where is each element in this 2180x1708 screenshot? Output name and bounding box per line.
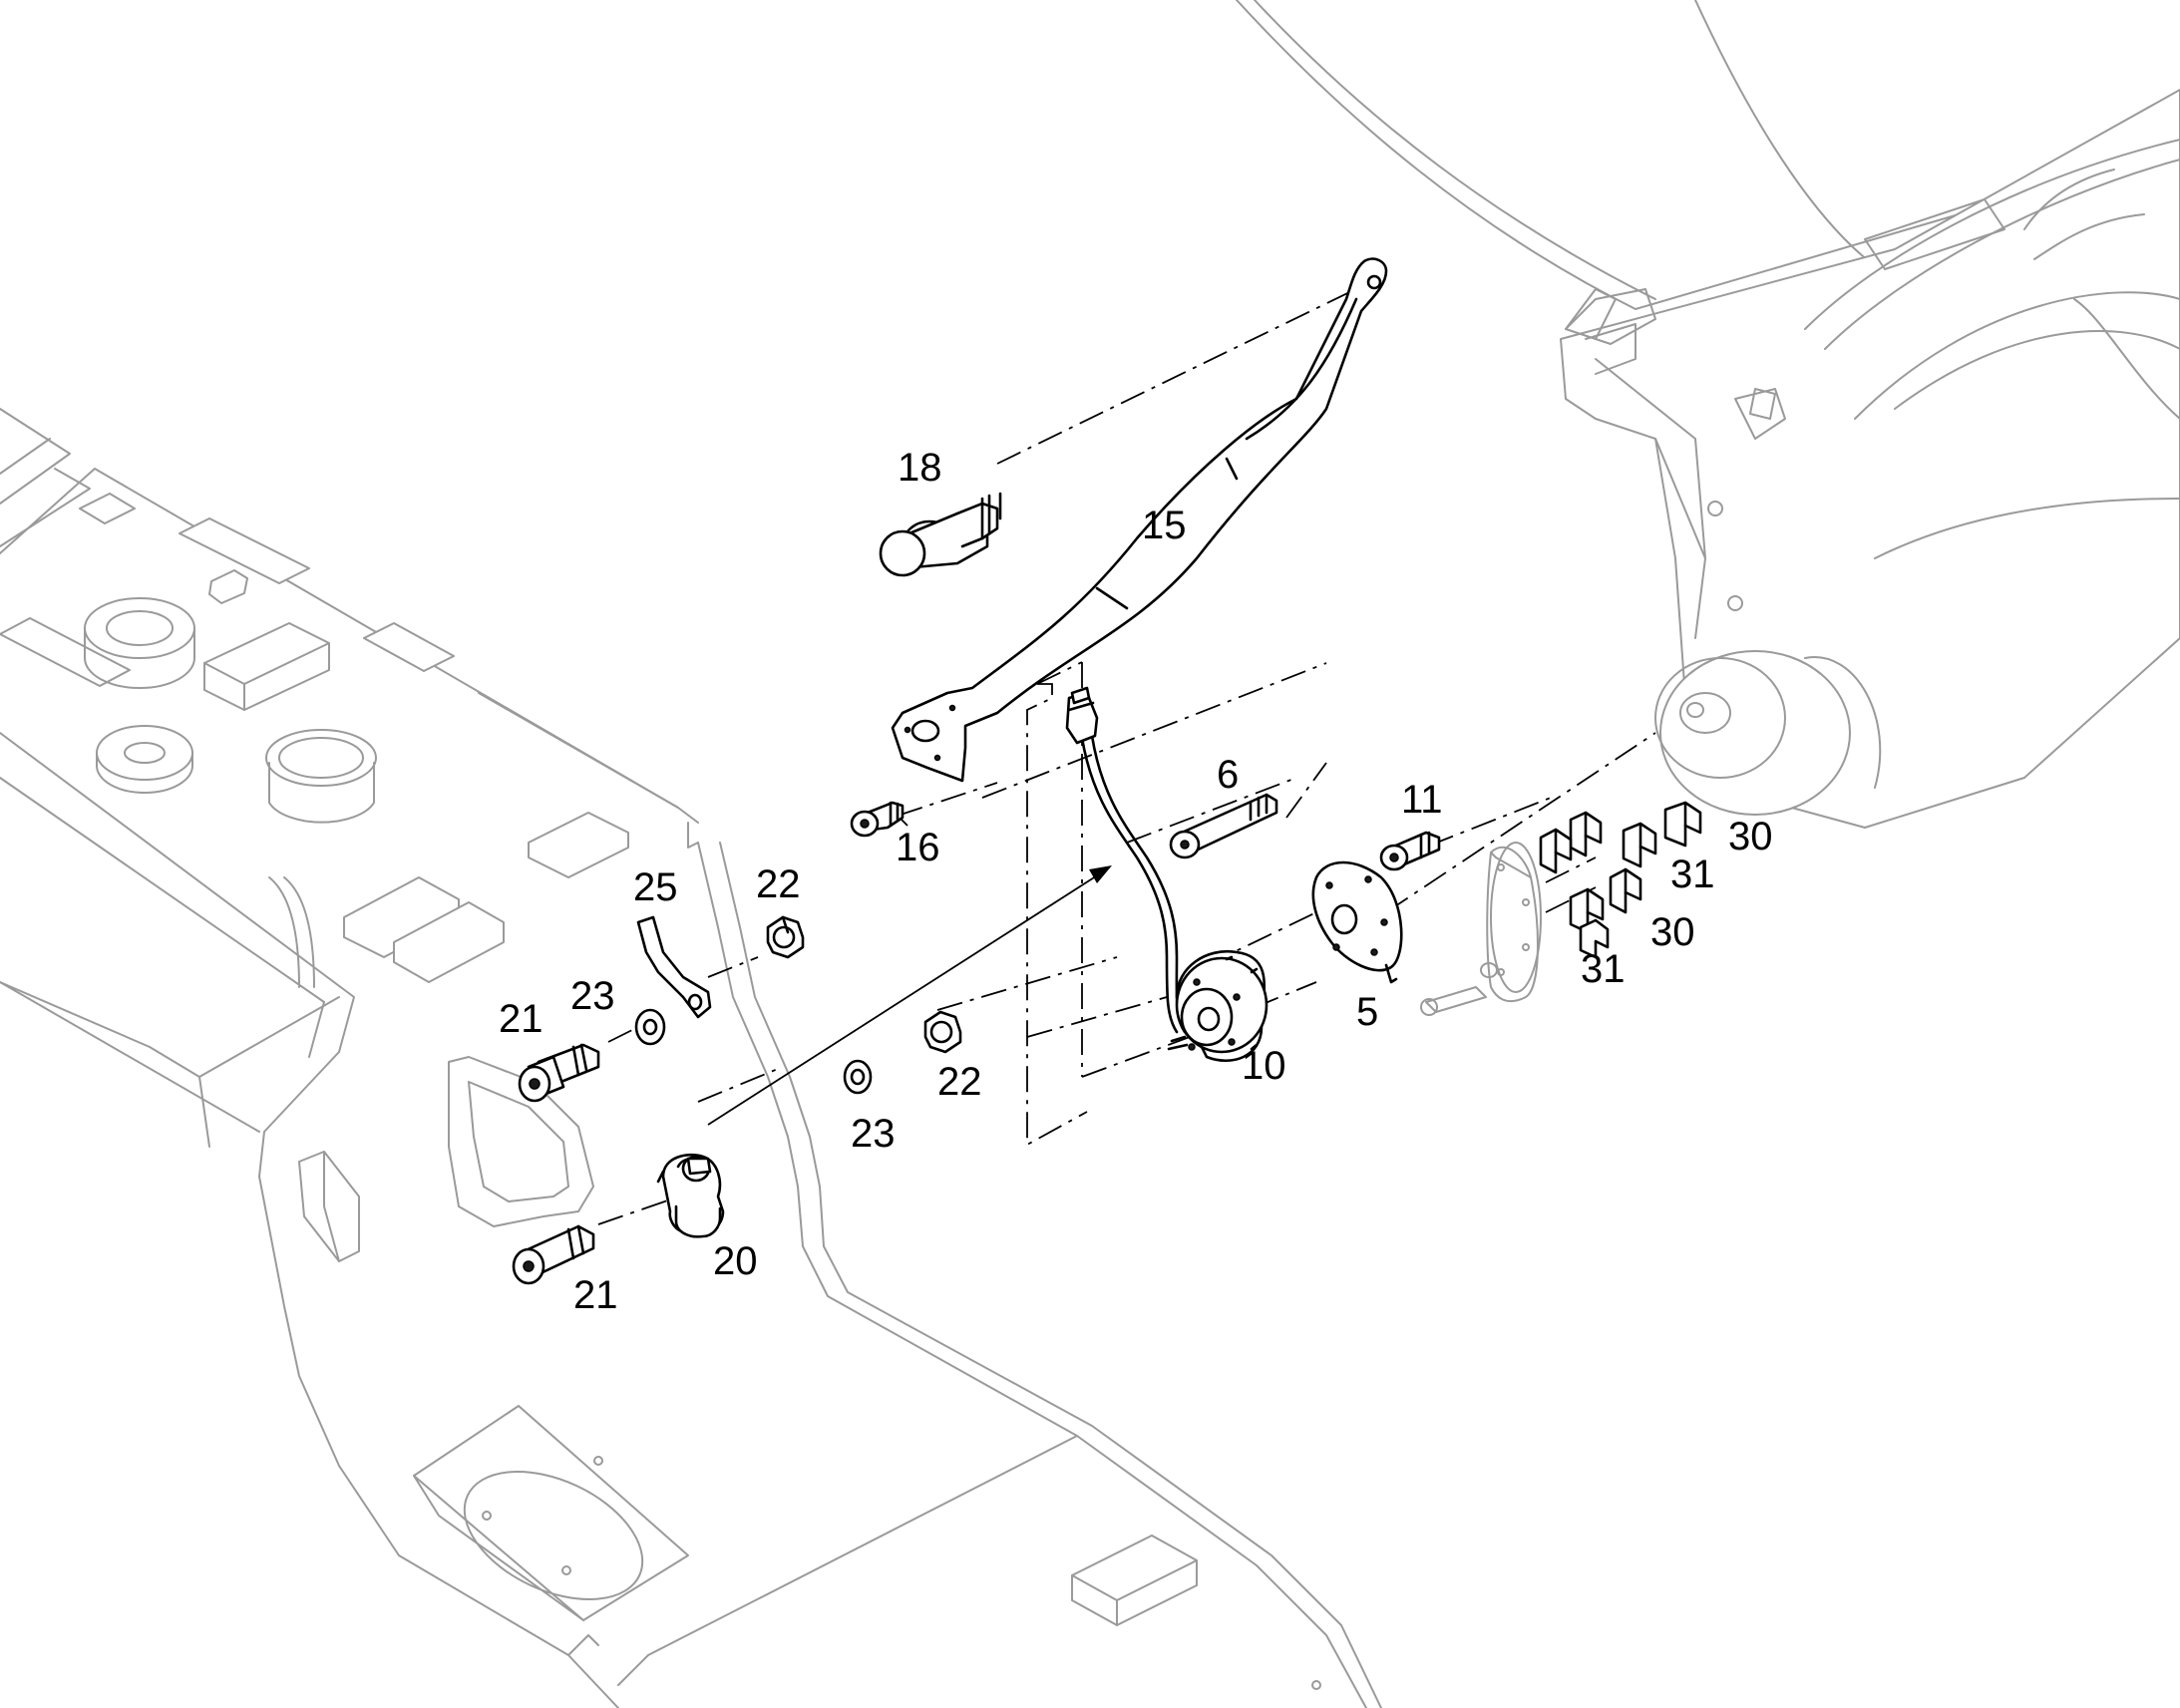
washer-part-23-lower [843, 1059, 873, 1095]
hub-plate [1420, 842, 1542, 1016]
washer-part-23-upper [634, 1008, 666, 1046]
clip-part-30-lower [1609, 867, 1642, 914]
callout-16: 16 [896, 826, 940, 869]
callout-30b: 30 [1650, 910, 1695, 954]
arm-bracket-part-15 [891, 257, 1388, 783]
assembly-leader-lines [597, 278, 1656, 1225]
flange-plate-part-5 [1311, 860, 1403, 984]
insertion-arrow [707, 865, 1112, 1126]
callout-23b: 23 [851, 1112, 896, 1156]
clip-part-31-upper [1539, 822, 1657, 874]
callout-21a: 21 [499, 997, 544, 1041]
screw-part-16 [850, 801, 905, 838]
callout-31a: 31 [1670, 853, 1715, 896]
pin-part-18 [879, 492, 1002, 577]
fitting-part-20 [656, 1153, 725, 1238]
callout-22b: 22 [937, 1060, 982, 1104]
callout-31b: 31 [1581, 947, 1626, 991]
clip-part-31-lower [1569, 887, 1610, 959]
callout-21b: 21 [573, 1273, 618, 1317]
bolt-part-11 [1379, 831, 1441, 871]
sensor-housing-part-10 [1167, 949, 1269, 1062]
callout-6: 6 [1217, 753, 1239, 797]
nut-part-22-lower [923, 1010, 962, 1054]
callout-25: 25 [633, 865, 678, 909]
callout-15: 15 [1142, 504, 1187, 547]
callout-20: 20 [713, 1239, 758, 1283]
callout-11: 11 [1401, 778, 1443, 822]
clip-part-30-upper [1569, 801, 1702, 857]
callout-labels: 18 15 16 6 11 30 31 30 31 5 10 25 22 23 … [499, 446, 1773, 1317]
callout-30a: 30 [1728, 815, 1773, 858]
axle-housing [1560, 89, 2180, 829]
callout-18: 18 [898, 446, 942, 490]
cap-screw-part-21-upper [518, 1043, 600, 1103]
nut-part-22-upper [766, 915, 805, 959]
cap-screw-part-21-lower [512, 1224, 595, 1285]
callout-22a: 22 [756, 862, 801, 906]
bolt-part-6 [1169, 793, 1278, 859]
sensor-cable [1065, 686, 1187, 1034]
callout-23a: 23 [570, 974, 615, 1018]
callout-5: 5 [1356, 990, 1378, 1034]
callout-10: 10 [1242, 1044, 1286, 1088]
bracket-part-25 [636, 915, 712, 1019]
